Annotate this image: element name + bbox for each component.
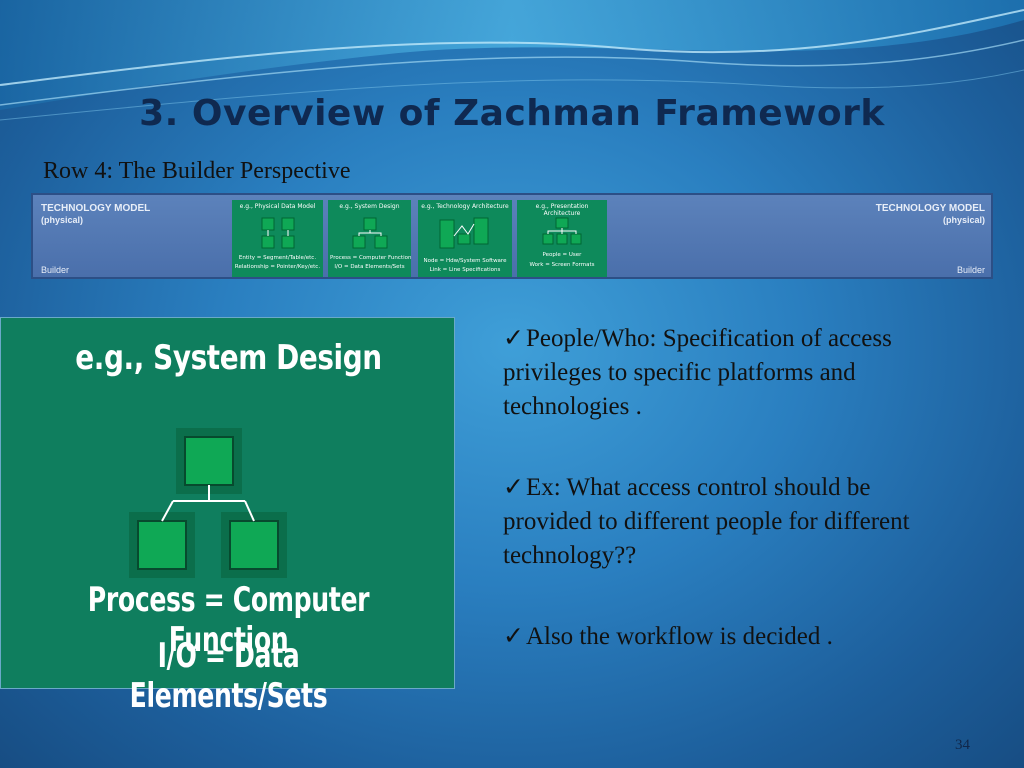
- check-icon: ✓: [503, 623, 524, 650]
- bullet-text: Ex: What access control should be provid…: [503, 474, 910, 569]
- check-icon: ✓: [503, 474, 524, 501]
- technology-architecture-icon: [439, 217, 489, 249]
- system-design-icon: [352, 217, 387, 249]
- bullet-text: People/Who: Specification of access priv…: [503, 325, 892, 420]
- strip-cell-network: e.g., Technology Architecture Node = Hdw…: [418, 200, 512, 277]
- cell-title: e.g., Presentation Architecture: [535, 203, 589, 217]
- cell-line-2: Work = Screen Formats: [529, 262, 595, 268]
- cell-title: e.g., System Design: [339, 203, 400, 210]
- data-model-icon: [261, 217, 294, 249]
- cell-line-1: Node = Hdw/System Software: [423, 258, 507, 264]
- page-number: 34: [955, 737, 970, 753]
- cell-title: e.g., Technology Architecture: [421, 203, 509, 210]
- bullet-item: ✓Ex: What access control should be provi…: [503, 471, 953, 573]
- strip-cell-people: e.g., Presentation Architecture People =…: [517, 200, 607, 277]
- panel-line-2: I/O = Data Elements/Sets: [129, 636, 328, 716]
- cell-line-1: People = User: [542, 252, 582, 258]
- panel-line-1: Process = Computer Function: [87, 580, 370, 660]
- check-icon: ✓: [503, 325, 524, 352]
- strip-cell-data: e.g., Physical Data Model Entity = Segme…: [232, 200, 323, 277]
- technology-model-strip: TECHNOLOGY MODEL (physical) Builder TECH…: [31, 193, 993, 279]
- strip-right-title: TECHNOLOGY MODEL: [875, 203, 985, 214]
- bullet-item: ✓Also the workflow is decided .: [503, 620, 953, 654]
- cell-title: e.g., Physical Data Model: [239, 203, 316, 210]
- slide-title: 3. Overview of Zachman Framework: [139, 93, 885, 134]
- strip-cell-function: e.g., System Design Process = Computer F…: [328, 200, 411, 277]
- strip-right-footer: Builder: [956, 265, 985, 275]
- decorative-waves: [0, 0, 1024, 121]
- cell-line-2: Relationship = Pointer/Key/etc.: [234, 264, 321, 270]
- cell-line-2: I/O = Data Elements/Sets: [334, 264, 405, 270]
- bullet-text: Also the workflow is decided .: [525, 623, 833, 650]
- bullet-list: ✓People/Who: Specification of access pri…: [503, 322, 953, 701]
- strip-left-title: TECHNOLOGY MODEL: [41, 203, 151, 214]
- slide-subtitle: Row 4: The Builder Perspective: [43, 158, 351, 184]
- cell-line-1: Process = Computer Function: [330, 255, 412, 261]
- bullet-item: ✓People/Who: Specification of access pri…: [503, 322, 953, 424]
- strip-left-subtitle: (physical): [41, 215, 84, 225]
- strip-left-footer: Builder: [41, 265, 70, 275]
- panel-title: e.g., System Design: [75, 338, 382, 378]
- system-design-panel: e.g., System Design Process = Computer F…: [0, 317, 455, 716]
- presentation-architecture-icon: [542, 217, 582, 245]
- cell-line-2: Link = Line Specifications: [429, 267, 501, 273]
- cell-line-1: Entity = Segment/Table/etc.: [238, 255, 317, 261]
- strip-right-subtitle: (physical): [942, 215, 985, 225]
- system-design-tree-icon: [129, 428, 287, 578]
